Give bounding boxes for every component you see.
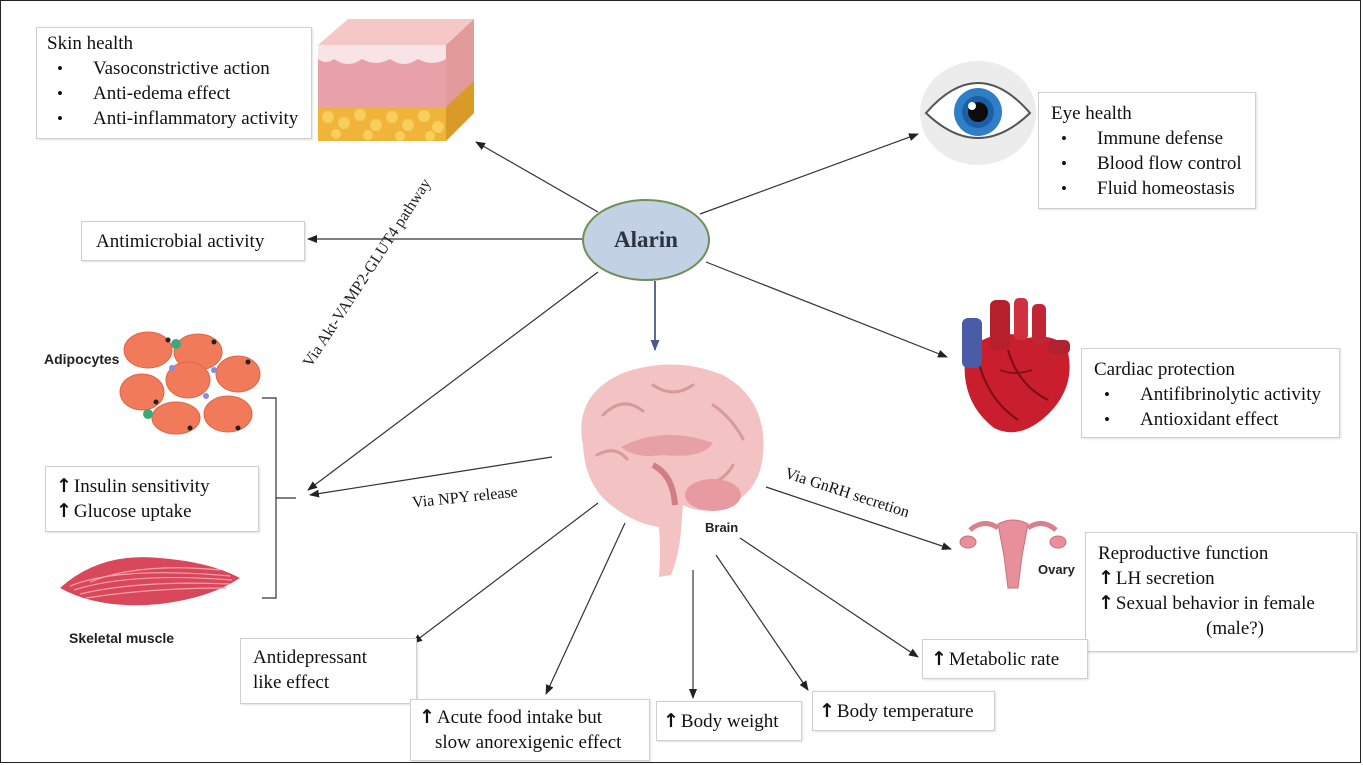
body-temperature-box: Body temperature bbox=[812, 691, 995, 731]
ovary-illustration bbox=[958, 510, 1068, 600]
eye-illustration bbox=[918, 58, 1038, 168]
skeletal-muscle-illustration bbox=[60, 548, 240, 614]
cardiac-item: Antioxidant effect bbox=[1094, 407, 1333, 432]
eye-health-title: Eye health bbox=[1051, 101, 1249, 126]
ovary-label: Ovary bbox=[1038, 562, 1075, 577]
antimicrobial-box: Antimicrobial activity bbox=[81, 221, 305, 261]
alarin-node: Alarin bbox=[582, 199, 710, 281]
food-intake-line2: slow anorexigenic effect bbox=[419, 730, 649, 755]
skin-item: Vasoconstrictive action bbox=[47, 56, 305, 81]
male-note: (male?) bbox=[1098, 616, 1352, 641]
adipocytes-label: Adipocytes bbox=[44, 351, 119, 367]
cardiac-item: Antifibrinolytic activity bbox=[1094, 382, 1333, 407]
food-intake-box: Acute food intake but slow anorexigenic … bbox=[410, 699, 650, 761]
antidepressant-line1: Antidepressant bbox=[253, 645, 416, 670]
arrow-to-heart bbox=[706, 262, 947, 357]
cardiac-title: Cardiac protection bbox=[1094, 357, 1333, 382]
skin-health-title: Skin health bbox=[47, 31, 305, 56]
metabolic-effects-box: Insulin sensitivity Glucose uptake bbox=[45, 466, 259, 532]
reproductive-box: Reproductive function LH secretion Sexua… bbox=[1085, 532, 1357, 652]
adipocytes-illustration bbox=[118, 330, 268, 440]
arrow-to-eye bbox=[700, 134, 918, 214]
skin-item: Anti-edema effect bbox=[47, 81, 305, 106]
metabolic-rate-box: Metabolic rate bbox=[922, 639, 1088, 679]
sexual-behavior: Sexual behavior in female bbox=[1098, 591, 1352, 616]
antimicrobial-label: Antimicrobial activity bbox=[96, 231, 264, 252]
eye-health-box: Eye health Immune defense Blood flow con… bbox=[1038, 92, 1256, 209]
alarin-label: Alarin bbox=[614, 227, 678, 253]
antidepressant-line2: like effect bbox=[253, 670, 416, 695]
body-weight-box: Body weight bbox=[656, 701, 802, 741]
skin-item: Anti-inflammatory activity bbox=[47, 106, 305, 131]
glucose-uptake: Glucose uptake bbox=[56, 499, 258, 524]
brain-label: Brain bbox=[705, 520, 738, 535]
eye-item: Immune defense bbox=[1051, 126, 1249, 151]
metabolic-rate: Metabolic rate bbox=[931, 647, 1087, 672]
body-temperature: Body temperature bbox=[819, 699, 994, 724]
brain-illustration bbox=[563, 355, 773, 585]
eye-item: Blood flow control bbox=[1051, 151, 1249, 176]
heart-illustration bbox=[948, 290, 1078, 438]
insulin-sensitivity: Insulin sensitivity bbox=[56, 474, 258, 499]
cardiac-protection-box: Cardiac protection Antifibrinolytic acti… bbox=[1081, 348, 1340, 438]
skin-health-box: Skin health Vasoconstrictive action Anti… bbox=[36, 27, 312, 139]
lh-secretion: LH secretion bbox=[1098, 566, 1352, 591]
skin-layers-illustration bbox=[314, 15, 476, 143]
body-weight: Body weight bbox=[663, 709, 801, 734]
skeletal-muscle-label: Skeletal muscle bbox=[69, 630, 174, 646]
reproductive-title: Reproductive function bbox=[1098, 541, 1352, 566]
eye-item: Fluid homeostasis bbox=[1051, 176, 1249, 201]
arrow-to-skin bbox=[476, 142, 598, 212]
antidepressant-box: Antidepressant like effect bbox=[240, 638, 417, 704]
food-intake-line1: Acute food intake but bbox=[419, 705, 649, 730]
